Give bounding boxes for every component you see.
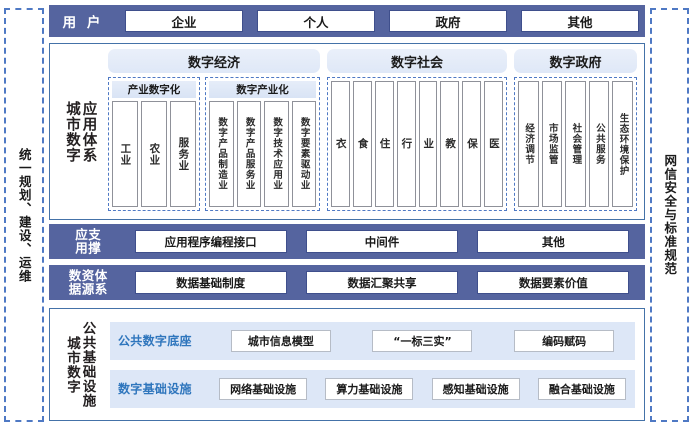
cell-social-security[interactable]: 保 — [462, 81, 482, 207]
cell-agriculture[interactable]: 农业 — [141, 101, 167, 207]
group-title-industrial-digitalization: 产业数字化 — [112, 81, 196, 98]
cell-digital-product-manufacturing[interactable]: 数字产品制造业 — [209, 101, 234, 207]
infra-item-sensing-infrastructure[interactable]: 感知基础设施 — [431, 377, 520, 400]
data-resource-band: 数据 资源 体系 数据基础制度 数据汇聚共享 数据要素价值 — [49, 265, 645, 300]
infrastructure-side-labels: 城市数字 公共基础设施 — [50, 321, 108, 408]
cell-digital-factor-driven[interactable]: 数字要素驱动业 — [291, 101, 316, 207]
data-item-aggregation-sharing[interactable]: 数据汇聚共享 — [305, 271, 458, 294]
infrastructure-row-items-digital-infrastructure: 网络基础设施 算力基础设施 感知基础设施 融合基础设施 — [210, 377, 635, 400]
infrastructure-side-label-outer: 城市数字 — [64, 335, 80, 394]
group-digital-industrialization: 数字产业化 数字产品制造业 数字产品服务业 数字技术应用业 — [205, 77, 320, 211]
application-side-labels: 城市数字 应用体系 — [50, 44, 108, 219]
user-band: 用 户 企业 个人 政府 其他 — [49, 5, 645, 37]
group-cells-government-functions: 经济调节 市场监管 社会管理 公共服务 — [518, 81, 633, 207]
application-support-label: 应用 支撑 — [73, 228, 101, 255]
cell-public-service[interactable]: 公共服务 — [588, 81, 610, 207]
data-item-basic-system[interactable]: 数据基础制度 — [134, 271, 287, 294]
cell-market-supervision[interactable]: 市场监管 — [541, 81, 563, 207]
cell-eco-environment-protection[interactable]: 生态环境保护 — [612, 81, 633, 207]
data-item-factor-value[interactable]: 数据要素价值 — [477, 271, 630, 294]
cell-digital-technology-application[interactable]: 数字技术应用业 — [264, 101, 289, 207]
group-industrial-digitalization: 产业数字化 工业 农业 服务业 — [108, 77, 200, 211]
cell-social-management[interactable]: 社会管理 — [565, 81, 586, 207]
group-society-domains: 衣 食 住 行 业 — [327, 77, 507, 211]
pillar-title-digital-government: 数字政府 — [514, 49, 637, 73]
cell-clothing[interactable]: 衣 — [331, 81, 350, 207]
pillar-title-digital-society: 数字社会 — [327, 49, 507, 73]
pillar-digital-society: 数字社会 衣 食 住 — [327, 49, 507, 211]
infrastructure-rows: 公共数字底座 城市信息模型 “一标三实” 编码赋码 数字基础设施 网络基础设施 … — [108, 316, 644, 414]
infrastructure-row-label-digital-infrastructure: 数字基础设施 — [118, 382, 192, 396]
support-item-other[interactable]: 其他 — [477, 230, 630, 253]
application-support-band: 应用 支撑 应用程序编程接口 中间件 其他 — [49, 224, 645, 259]
user-item-individual[interactable]: 个人 — [257, 10, 375, 32]
infrastructure-section: 城市数字 公共基础设施 公共数字底座 城市信息模型 “一标三实” 编码赋码 数字… — [49, 308, 645, 421]
pillar-digital-economy: 数字经济 产业数字化 工业 农业 服务业 — [108, 49, 320, 211]
infrastructure-row-items-public-digital-base: 城市信息模型 “一标三实” 编码赋码 — [210, 329, 635, 352]
infra-item-computing-infrastructure[interactable]: 算力基础设施 — [325, 377, 414, 400]
cell-industry[interactable]: 工业 — [112, 101, 138, 207]
user-item-government[interactable]: 政府 — [389, 10, 507, 32]
right-rail-label: 网信安全与标准规范 — [662, 154, 678, 276]
cell-medical[interactable]: 医 — [484, 81, 503, 207]
support-item-middleware[interactable]: 中间件 — [305, 230, 458, 253]
group-government-functions: 经济调节 市场监管 社会管理 公共服务 — [514, 77, 637, 211]
group-cells-industrial-digitalization: 工业 农业 服务业 — [112, 101, 196, 207]
pillar-body-digital-society: 衣 食 住 行 业 — [327, 77, 507, 211]
infra-item-converged-infrastructure[interactable]: 融合基础设施 — [537, 377, 626, 400]
cell-transport[interactable]: 行 — [396, 81, 416, 207]
application-pillars: 数字经济 产业数字化 工业 农业 服务业 — [108, 44, 644, 219]
infra-item-city-information-model[interactable]: 城市信息模型 — [230, 329, 331, 352]
pillar-title-digital-economy: 数字经济 — [108, 49, 320, 73]
application-side-label-inner: 应用体系 — [80, 100, 97, 163]
infrastructure-row-digital-infrastructure: 数字基础设施 网络基础设施 算力基础设施 感知基础设施 融合基础设施 — [110, 369, 635, 408]
user-item-other[interactable]: 其他 — [521, 10, 639, 32]
cell-housing[interactable]: 住 — [374, 81, 394, 207]
support-item-api[interactable]: 应用程序编程接口 — [134, 230, 287, 253]
data-resource-items: 数据基础制度 数据汇聚共享 数据要素价值 — [125, 265, 645, 300]
infrastructure-row-public-digital-base: 公共数字底座 城市信息模型 “一标三实” 编码赋码 — [110, 321, 635, 360]
left-rail-label: 统一规划、建设、运维 — [16, 147, 32, 283]
infra-item-one-label-three-reals[interactable]: “一标三实” — [372, 329, 473, 352]
left-rail-unified-planning: 统一规划、建设、运维 — [4, 8, 44, 422]
user-band-items: 企业 个人 政府 其他 — [117, 5, 645, 37]
user-item-enterprise[interactable]: 企业 — [125, 10, 243, 32]
cell-service-industry[interactable]: 服务业 — [170, 101, 196, 207]
data-resource-label: 数据 资源 体系 — [66, 269, 108, 296]
group-cells-society-domains: 衣 食 住 行 业 — [331, 81, 503, 207]
group-cells-digital-industrialization: 数字产品制造业 数字产品服务业 数字技术应用业 数字要素驱动业 — [209, 101, 316, 207]
group-title-digital-industrialization: 数字产业化 — [209, 81, 316, 98]
application-side-label-outer: 城市数字 — [64, 100, 80, 163]
pillar-body-digital-economy: 产业数字化 工业 农业 服务业 — [108, 77, 320, 211]
cell-food[interactable]: 食 — [352, 81, 372, 207]
infra-item-coding-assignment[interactable]: 编码赋码 — [514, 329, 615, 352]
infrastructure-side-label-inner: 公共基础设施 — [79, 321, 96, 408]
application-section: 城市数字 应用体系 数字经济 产业数字化 工业 农业 — [49, 43, 645, 220]
application-support-items: 应用程序编程接口 中间件 其他 — [125, 224, 645, 259]
cell-digital-product-services[interactable]: 数字产品服务业 — [236, 101, 261, 207]
cell-education[interactable]: 教 — [440, 81, 460, 207]
right-rail-security-standards: 网信安全与标准规范 — [650, 8, 689, 422]
user-band-label: 用 户 — [62, 15, 104, 31]
pillar-body-digital-government: 经济调节 市场监管 社会管理 公共服务 — [514, 77, 637, 211]
infrastructure-row-label-public-digital-base: 公共数字底座 — [118, 334, 192, 348]
cell-employment[interactable]: 业 — [418, 81, 438, 207]
infra-item-network-infrastructure[interactable]: 网络基础设施 — [219, 377, 308, 400]
cell-economic-regulation[interactable]: 经济调节 — [518, 81, 539, 207]
pillar-digital-government: 数字政府 经济调节 市场监管 社会管理 — [514, 49, 637, 211]
